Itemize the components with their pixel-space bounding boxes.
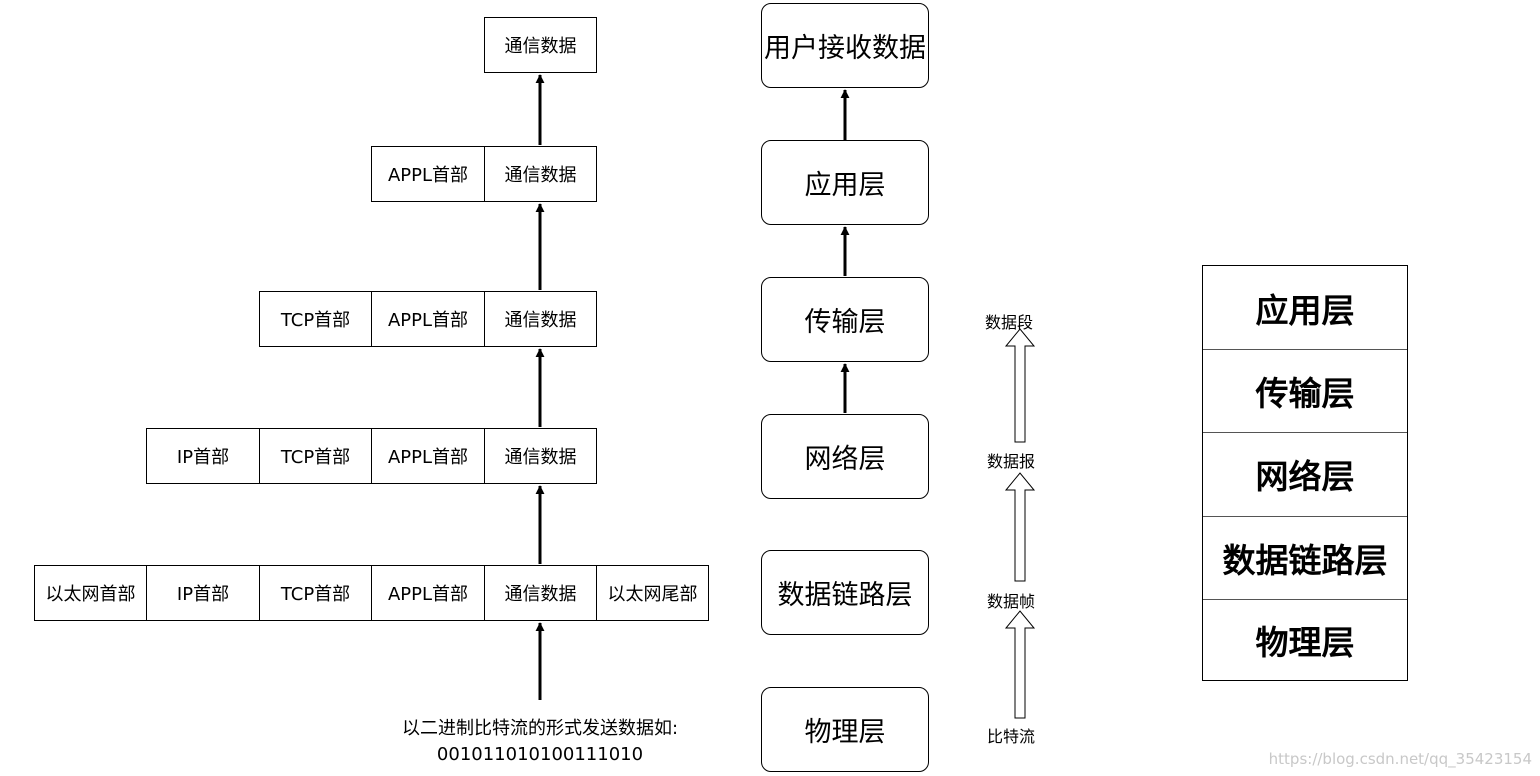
encap-cell: APPL首部 xyxy=(371,291,485,347)
stack-cell-network: 网络层 xyxy=(1255,457,1355,496)
layer-application: 应用层 xyxy=(761,140,929,225)
encap-cell: 通信数据 xyxy=(484,565,597,621)
stack-cell-datalink: 数据链路层 xyxy=(1222,540,1388,580)
stack-separator xyxy=(1203,432,1407,433)
encap-cell: 通信数据 xyxy=(484,17,597,73)
layer-transport: 传输层 xyxy=(761,277,929,362)
hollow-arrow-packet xyxy=(1004,472,1036,582)
bitstream-caption: 以二进制比特流的形式发送数据如: 001011010100111010 xyxy=(390,716,690,768)
layer-physical: 物理层 xyxy=(761,687,929,772)
stack-separator xyxy=(1203,516,1407,517)
layer-datalink: 数据链路层 xyxy=(761,550,929,635)
stack-separator xyxy=(1203,349,1407,350)
layer-user-receive: 用户接收数据 xyxy=(761,3,929,88)
encap-cell: 通信数据 xyxy=(484,428,597,484)
pdu-label-packet: 数据报 xyxy=(986,452,1036,471)
encap-cell: 通信数据 xyxy=(484,291,597,347)
stack-separator xyxy=(1203,599,1407,600)
encap-cell: APPL首部 xyxy=(371,428,485,484)
layer-network: 网络层 xyxy=(761,414,929,499)
stack-cell-application: 应用层 xyxy=(1255,290,1355,330)
encap-cell: IP首部 xyxy=(146,565,260,621)
encap-cell: TCP首部 xyxy=(259,291,372,347)
hollow-arrow-segment xyxy=(1004,328,1036,443)
layer-stack: 应用层 传输层 网络层 数据链路层 物理层 xyxy=(1202,265,1408,681)
encap-cell: APPL首部 xyxy=(371,565,485,621)
encap-cell: 通信数据 xyxy=(484,146,597,202)
encap-cell: APPL首部 xyxy=(371,146,485,202)
bitstream-caption-line2: 001011010100111010 xyxy=(436,744,644,765)
stack-cell-transport: 传输层 xyxy=(1255,373,1355,413)
bitstream-caption-line1: 以二进制比特流的形式发送数据如: xyxy=(401,718,679,739)
encap-cell: 以太网尾部 xyxy=(596,565,709,621)
watermark: https://blog.csdn.net/qq_35423154 xyxy=(1268,750,1532,768)
hollow-arrow-frame xyxy=(1004,610,1036,719)
encap-cell: TCP首部 xyxy=(259,428,372,484)
pdu-label-segment: 数据段 xyxy=(984,313,1034,332)
encap-cell: IP首部 xyxy=(146,428,260,484)
pdu-label-frame: 数据帧 xyxy=(986,592,1036,611)
encap-cell: TCP首部 xyxy=(259,565,372,621)
encap-cell: 以太网首部 xyxy=(34,565,147,621)
stack-cell-physical: 物理层 xyxy=(1255,622,1355,662)
pdu-label-bitstream: 比特流 xyxy=(986,727,1036,746)
